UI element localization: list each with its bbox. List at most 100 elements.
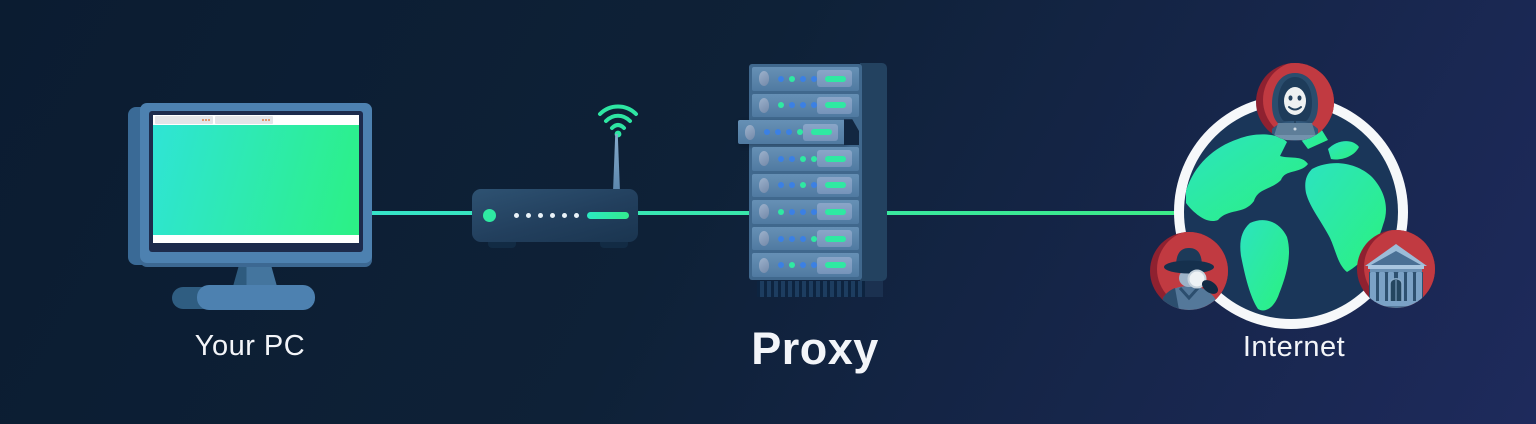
server-led-dots [778,102,818,109]
server-activity-bar [825,235,846,242]
server-led-dot [778,182,785,189]
server-drive-panel [817,230,852,248]
monitor-stand-base [197,285,315,310]
server-led-dots [778,208,818,215]
router-foot [600,241,628,248]
server-drive-panel [817,176,852,194]
tab-dot-icon [205,119,207,121]
server-unit [752,93,859,118]
server-led-dot [800,262,807,269]
server-rack-vent [757,281,865,297]
browser-bar [153,115,359,125]
router-led-dot [514,213,519,218]
server-led-dot [786,129,793,136]
server-knob-icon [745,124,756,140]
router-foot [488,241,516,248]
server-led-dot [789,208,796,215]
server-led-dot [811,155,818,162]
server-led-dot [789,235,796,242]
screen-footer-bar [153,235,359,243]
server-rack-vent-shadow [865,281,883,297]
server-unit [738,119,859,146]
server-knob-icon [759,257,770,273]
server-unit [752,146,859,171]
server-led-dot [789,155,796,162]
server-activity-bar [825,102,846,109]
server-drive-panel [817,96,852,114]
server-led-dots [778,182,818,189]
browser-tab [155,116,213,124]
server-knob-icon [759,151,770,167]
router-led-dot [562,213,567,218]
server-unit [752,253,859,277]
server-led-dot [778,208,785,215]
server-activity-bar [825,262,846,269]
server-rack-icon [738,64,862,280]
server-led-dot [778,102,785,109]
server-led-dot [789,182,796,189]
server-led-dot [775,129,782,136]
server-activity-bar [811,129,832,136]
server-led-dot [800,102,807,109]
server-led-dot [811,262,818,269]
router-icon [472,189,638,242]
pc-label: Your PC [194,330,306,362]
router-led-dot [550,213,555,218]
server-drive-panel [817,203,852,221]
server-unit [752,200,859,224]
tab-dot-icon [208,119,210,121]
server-led-dots [778,155,818,162]
server-led-dot [800,155,807,162]
server-unit [752,173,859,198]
server-led-dot [778,262,785,269]
server-rack-side-panel [860,63,887,281]
server-led-dot [811,208,818,215]
server-led-dot [800,235,807,242]
tab-dot-icon [265,119,267,121]
server-unit [752,67,859,91]
bank-badge-icon [1357,230,1435,308]
server-unit [752,226,859,251]
server-knob-icon [759,97,770,113]
router-led-dot [574,213,579,218]
screen-content [153,125,359,235]
monitor-screen [153,115,359,243]
router-power-led [483,209,496,222]
server-led-dot [800,208,807,215]
proxy-label: Proxy [751,323,879,374]
server-led-dot [811,182,818,189]
server-activity-bar [825,155,846,162]
server-led-dot [789,262,796,269]
monitor-stand-neck [232,267,278,290]
server-led-dot [789,102,796,109]
folded-corner-icon [844,119,859,146]
server-led-dot [764,129,771,136]
server-led-dot [811,235,818,242]
router-antenna [613,134,620,192]
server-led-dots [764,129,804,136]
server-led-dot [811,102,818,109]
server-activity-bar [825,182,846,189]
server-drive-panel [817,70,852,88]
server-activity-bar [825,208,846,215]
server-drive-panel [817,256,852,274]
server-led-dot [778,75,785,82]
tab-dot-icon [268,119,270,121]
server-led-dots [778,75,818,82]
router-status-bar [587,212,629,219]
server-led-dot [789,75,796,82]
monitor-icon [128,103,372,343]
tab-dot-icon [262,119,264,121]
server-led-dots [778,262,818,269]
server-led-dot [800,75,807,82]
router-led-dots [514,213,579,218]
spy-badge-icon [1150,232,1228,310]
server-led-dot [778,155,785,162]
server-knob-icon [759,177,770,193]
server-knob-icon [759,204,770,220]
hacker-badge-icon [1256,63,1334,141]
browser-tab [215,116,273,124]
server-led-dot [778,235,785,242]
server-led-dot [800,182,807,189]
